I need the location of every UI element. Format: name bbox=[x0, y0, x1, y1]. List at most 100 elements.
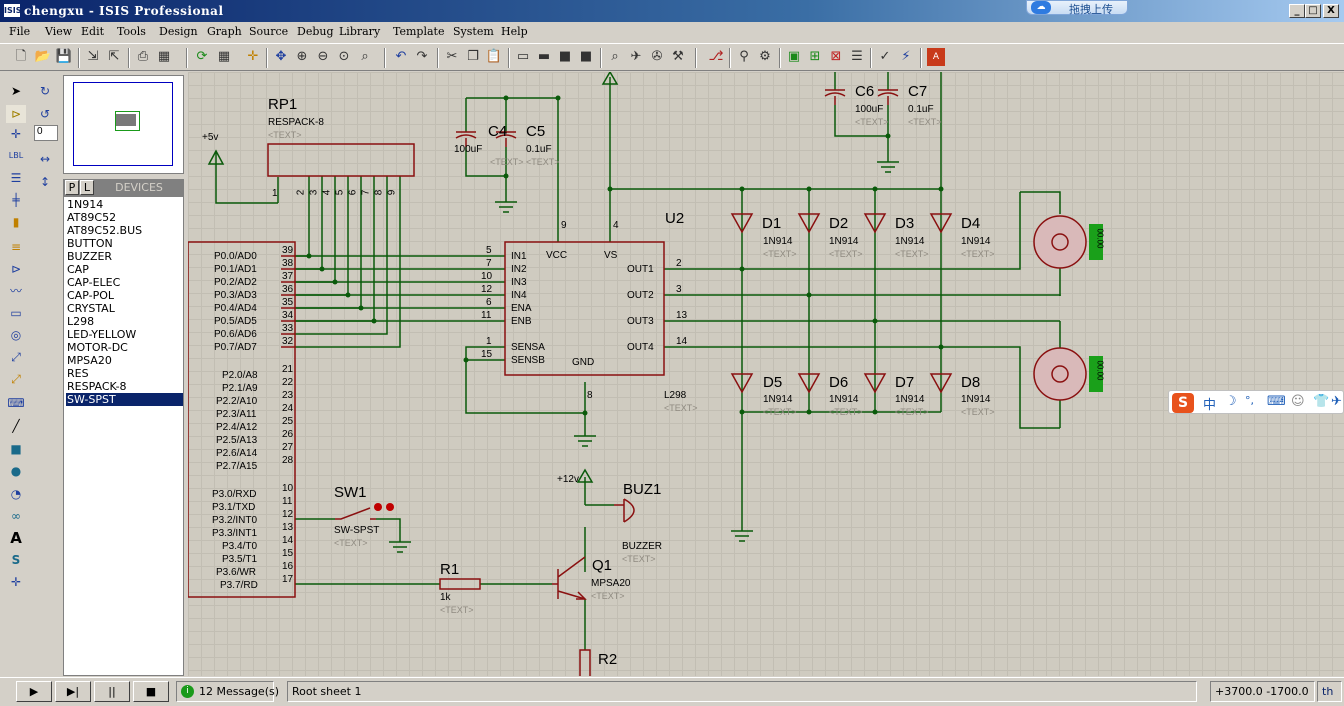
make-device-icon[interactable]: ✈ bbox=[630, 49, 642, 64]
menu-design[interactable]: Design bbox=[159, 25, 198, 38]
generator-icon[interactable]: ◎ bbox=[10, 328, 22, 342]
step-button[interactable]: ▶| bbox=[55, 681, 91, 702]
wire-label-icon[interactable]: LBL bbox=[8, 151, 24, 160]
device-list-item[interactable]: BUZZER bbox=[67, 250, 113, 263]
d2-ref[interactable]: D2 bbox=[829, 215, 849, 232]
bill-of-materials-icon[interactable]: ☰ bbox=[851, 49, 863, 64]
ime-moon-icon[interactable]: ☽ bbox=[1225, 394, 1237, 409]
exit-parent-icon[interactable]: ⊠ bbox=[830, 49, 842, 64]
origin-icon[interactable]: ✛ bbox=[247, 49, 259, 64]
u2-ref[interactable]: U2 bbox=[665, 210, 685, 227]
pan-icon[interactable]: ✥ bbox=[275, 49, 287, 64]
ime-toolbox-icon[interactable]: ✈ bbox=[1331, 394, 1342, 409]
save-icon[interactable]: 💾 bbox=[55, 49, 73, 64]
device-list-item[interactable]: CAP bbox=[67, 263, 89, 276]
rp1-ref[interactable]: RP1 bbox=[268, 96, 298, 113]
ime-toolbar[interactable]: S 中 ☽ °, ⌨ ☺ 👕 ✈ bbox=[1168, 390, 1344, 414]
sogou-logo-icon[interactable]: S bbox=[1172, 393, 1194, 413]
close-button[interactable]: X bbox=[1323, 4, 1339, 18]
schematic-canvas[interactable]: +5v RP1 RESPACK-8 <TEXT> 1 2 3 4 5 6 7 8… bbox=[188, 72, 1344, 676]
property-tool-icon[interactable]: ⚙ bbox=[759, 49, 771, 64]
ares-icon[interactable]: A bbox=[927, 48, 945, 66]
bus-icon[interactable]: ╪ bbox=[12, 193, 20, 207]
search-icon[interactable]: ⚲ bbox=[739, 49, 749, 64]
ime-skin-icon[interactable]: 👕 bbox=[1313, 394, 1330, 409]
c6-ref[interactable]: C6 bbox=[855, 83, 875, 100]
device-list-item[interactable]: MPSA20 bbox=[67, 354, 112, 367]
overview-window[interactable] bbox=[63, 75, 184, 174]
isis-app-icon[interactable]: ISIS bbox=[4, 4, 22, 17]
new-sheet-icon[interactable]: ▣ bbox=[787, 49, 801, 64]
menu-help[interactable]: Help bbox=[501, 25, 528, 38]
undo-icon[interactable]: ↶ bbox=[395, 49, 407, 64]
play-button[interactable]: ▶ bbox=[16, 681, 52, 702]
d5-ref[interactable]: D5 bbox=[763, 374, 783, 391]
block-move-icon[interactable]: ▬ bbox=[537, 49, 551, 64]
ime-punctuation-icon[interactable]: °, bbox=[1245, 394, 1254, 407]
c4-ref[interactable]: C4 bbox=[488, 123, 508, 140]
arc-icon[interactable]: ◔ bbox=[10, 487, 22, 501]
minimize-button[interactable]: _ bbox=[1289, 4, 1305, 18]
path-icon[interactable]: ∞ bbox=[11, 509, 21, 523]
graph-icon[interactable]: 〰 bbox=[9, 284, 22, 298]
grid-icon[interactable]: ▦ bbox=[217, 49, 231, 64]
r1-ref[interactable]: R1 bbox=[440, 561, 460, 578]
menu-library[interactable]: Library bbox=[339, 25, 381, 38]
device-list-item[interactable]: 1N914 bbox=[67, 198, 104, 211]
current-probe-icon[interactable]: ⤢ bbox=[11, 372, 21, 386]
box-icon[interactable]: ■ bbox=[10, 442, 22, 456]
wire-autorouter-icon[interactable]: ⎇ bbox=[708, 49, 724, 64]
device-list-item[interactable]: LED-YELLOW bbox=[67, 328, 137, 341]
mirror-y-icon[interactable]: ↕ bbox=[39, 175, 51, 189]
paste-icon[interactable]: 📋 bbox=[485, 49, 503, 64]
text-icon[interactable]: A bbox=[10, 529, 22, 547]
tape-recorder-icon[interactable]: ▭ bbox=[10, 306, 22, 320]
redo-icon[interactable]: ↷ bbox=[416, 49, 428, 64]
sw1-ref[interactable]: SW1 bbox=[334, 484, 367, 501]
import-icon[interactable]: ⇲ bbox=[87, 49, 99, 64]
pick-device-icon[interactable]: ⌕ bbox=[611, 49, 619, 64]
device-list-item[interactable]: AT89C52 bbox=[67, 211, 117, 224]
d3-ref[interactable]: D3 bbox=[895, 215, 915, 232]
terminal-icon[interactable]: ≡ bbox=[10, 240, 22, 254]
refresh-icon[interactable]: ⟳ bbox=[196, 49, 208, 64]
device-list[interactable]: 1N914 AT89C52 AT89C52.BUS BUTTON BUZZER … bbox=[63, 196, 184, 676]
overview-view-box[interactable] bbox=[115, 111, 140, 131]
component-mode-icon[interactable]: ⊳ bbox=[6, 105, 26, 123]
menu-system[interactable]: System bbox=[453, 25, 494, 38]
packaging-icon[interactable]: ✇ bbox=[651, 49, 663, 64]
netlist-icon[interactable]: ⚡ bbox=[901, 49, 911, 64]
device-list-item[interactable]: RES bbox=[67, 367, 89, 380]
device-list-item[interactable]: L298 bbox=[67, 315, 95, 328]
device-list-item[interactable]: CAP-POL bbox=[67, 289, 114, 302]
ime-user-icon[interactable]: ☺ bbox=[1291, 394, 1305, 409]
r2-ref[interactable]: R2 bbox=[598, 651, 618, 668]
virtual-instruments-icon[interactable]: ⌨ bbox=[7, 396, 25, 410]
zoom-area-icon[interactable]: ⌕ bbox=[361, 49, 369, 64]
marker-icon[interactable]: ✛ bbox=[10, 575, 22, 589]
menu-file[interactable]: File bbox=[9, 25, 31, 38]
remove-sheet-icon[interactable]: ⊞ bbox=[809, 49, 821, 64]
maximize-button[interactable]: □ bbox=[1305, 4, 1321, 18]
block-delete-icon[interactable]: ■ bbox=[579, 49, 593, 64]
selection-mode-icon[interactable]: ➤ bbox=[10, 84, 22, 98]
menu-template[interactable]: Template bbox=[393, 25, 445, 38]
library-manager-button[interactable]: L bbox=[80, 180, 94, 195]
circle-icon[interactable]: ● bbox=[10, 464, 22, 478]
device-list-item[interactable]: AT89C52.BUS bbox=[67, 224, 143, 237]
line-icon[interactable]: ╱ bbox=[12, 419, 20, 433]
block-copy-icon[interactable]: ▭ bbox=[516, 49, 530, 64]
d1-ref[interactable]: D1 bbox=[762, 215, 782, 232]
menu-view[interactable]: View bbox=[45, 25, 73, 38]
menu-edit[interactable]: Edit bbox=[81, 25, 105, 38]
copy-icon[interactable]: ❐ bbox=[467, 49, 479, 64]
export-icon[interactable]: ⇱ bbox=[108, 49, 120, 64]
zoom-all-icon[interactable]: ⊙ bbox=[338, 49, 350, 64]
zoom-in-icon[interactable]: ⊕ bbox=[296, 49, 308, 64]
device-list-item[interactable]: RESPACK-8 bbox=[67, 380, 127, 393]
rotate-clockwise-icon[interactable]: ↻ bbox=[39, 84, 51, 98]
d8-ref[interactable]: D8 bbox=[961, 374, 981, 391]
d4-ref[interactable]: D4 bbox=[961, 215, 981, 232]
subcircuit-icon[interactable]: ▮ bbox=[12, 215, 20, 229]
symbol-icon[interactable]: S bbox=[11, 553, 21, 567]
